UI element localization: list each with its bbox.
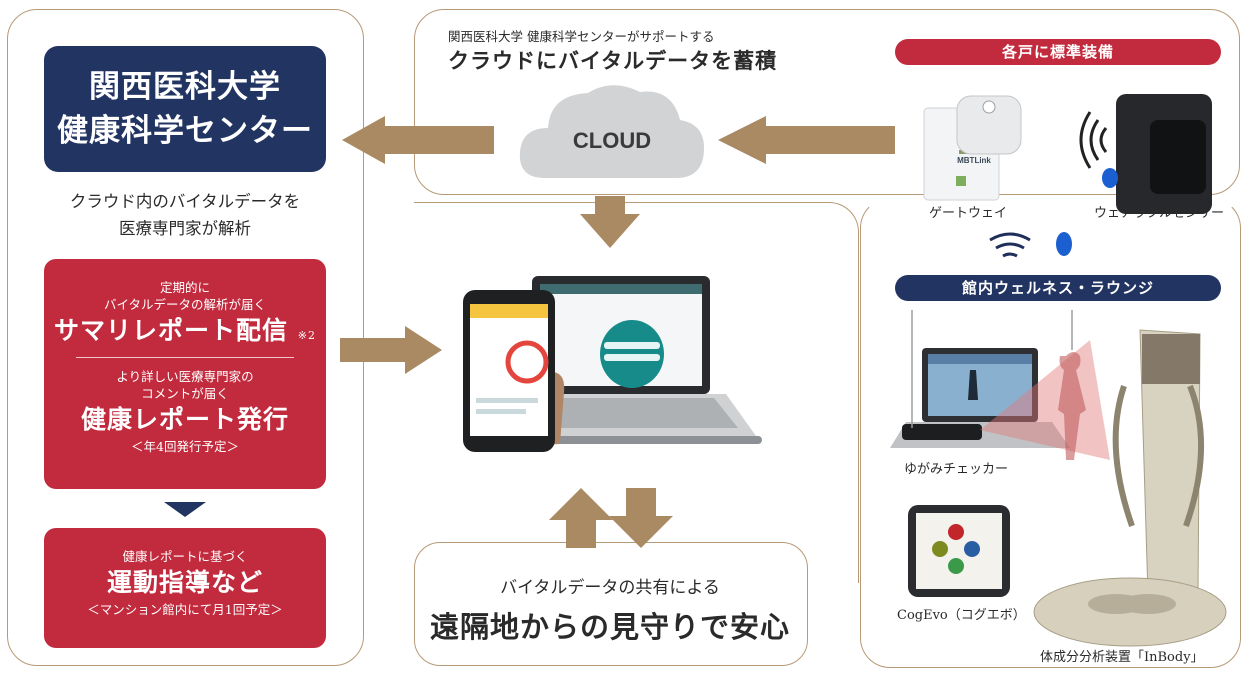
- cogevo-label: CogEvo（コグエボ）: [897, 608, 1026, 623]
- summary-title: サマリレポート配信 ※2: [44, 313, 326, 354]
- center-name-line1: 関西医科大学: [89, 69, 281, 105]
- wearable-band-icon: [1079, 94, 1212, 214]
- sharing-box: [414, 542, 808, 666]
- standard-equipment-pill: 各戸に標準装備: [895, 39, 1221, 65]
- cloud-icon: [519, 85, 705, 178]
- guidance-box: 健康レポートに基づく 運動指導など ＜マンション館内にて月1回予定＞: [44, 528, 326, 648]
- inbody-scale-icon: [1033, 329, 1227, 647]
- analysis-line1: クラウド内のバイタルデータを: [69, 192, 301, 211]
- guidance-small: 健康レポートに基づく: [122, 549, 248, 564]
- bluetooth-icon: [1056, 232, 1072, 256]
- smartphone-icon: [463, 290, 565, 452]
- health-report-small1: より詳しい医療専門家の: [116, 369, 254, 384]
- center-name-line2: 健康科学センター: [57, 113, 313, 149]
- cloud-title: クラウドにバイタルデータを蓄積: [448, 48, 778, 73]
- guidance-title: 運動指導など: [106, 568, 263, 597]
- wearable-label: ウェアラブルセンサー: [1094, 206, 1225, 221]
- report-divider: [76, 357, 294, 358]
- arrow-down-icon: [609, 488, 673, 548]
- down-triangle-icon: [164, 502, 206, 517]
- arrow-up-icon: [549, 488, 613, 548]
- center-panel: [414, 202, 859, 583]
- summary-small2: バイタルデータの解析が届く: [103, 297, 266, 312]
- analysis-description: クラウド内のバイタルデータを 医療専門家が解析: [40, 188, 330, 242]
- arrow-right-to-devices-icon: [340, 326, 442, 374]
- health-report-title: 健康レポート発行: [80, 405, 289, 434]
- summary-title-text: サマリレポート配信: [54, 316, 289, 345]
- health-report-small2: コメントが届く: [141, 386, 229, 401]
- analysis-line2: 医療専門家が解析: [119, 219, 251, 238]
- sharing-big: 遠隔地からの見守りで安心: [429, 610, 790, 644]
- cloud-label: CLOUD: [573, 128, 651, 153]
- guidance-sub: ＜マンション館内にて月1回予定＞: [87, 602, 283, 617]
- summary-note: ※2: [297, 329, 316, 342]
- gateway-icon: [923, 95, 1022, 201]
- distortion-checker-icon: [890, 310, 1110, 460]
- wellness-lounge-pill: 館内ウェルネス・ラウンジ: [895, 275, 1221, 301]
- summary-small1: 定期的に: [159, 280, 210, 295]
- gateway-label: ゲートウェイ: [929, 206, 1008, 221]
- gateway-brand-label: MBTLink: [957, 156, 991, 165]
- health-report-sub: ＜年4回発行予定＞: [131, 439, 239, 454]
- wifi-icon: [989, 232, 1031, 258]
- distortion-checker-label: ゆがみチェッカー: [904, 462, 1009, 477]
- arrow-left-to-center-icon: [342, 116, 494, 164]
- sharing-small: バイタルデータの共有による: [500, 578, 720, 598]
- cogevo-tablet-icon: [908, 505, 1010, 597]
- inbody-label: 体成分分析装置「InBody」: [1040, 650, 1204, 665]
- arrow-down-to-devices-icon: [580, 196, 640, 248]
- health-science-center-box: 関西医科大学 健康科学センター: [44, 46, 326, 172]
- cloud-subtitle: 関西医科大学 健康科学センターがサポートする: [448, 29, 715, 44]
- arrow-left-to-cloud-icon: [718, 116, 895, 164]
- report-box: 定期的に バイタルデータの解析が届く サマリレポート配信 ※2 より詳しい医療専…: [44, 259, 326, 489]
